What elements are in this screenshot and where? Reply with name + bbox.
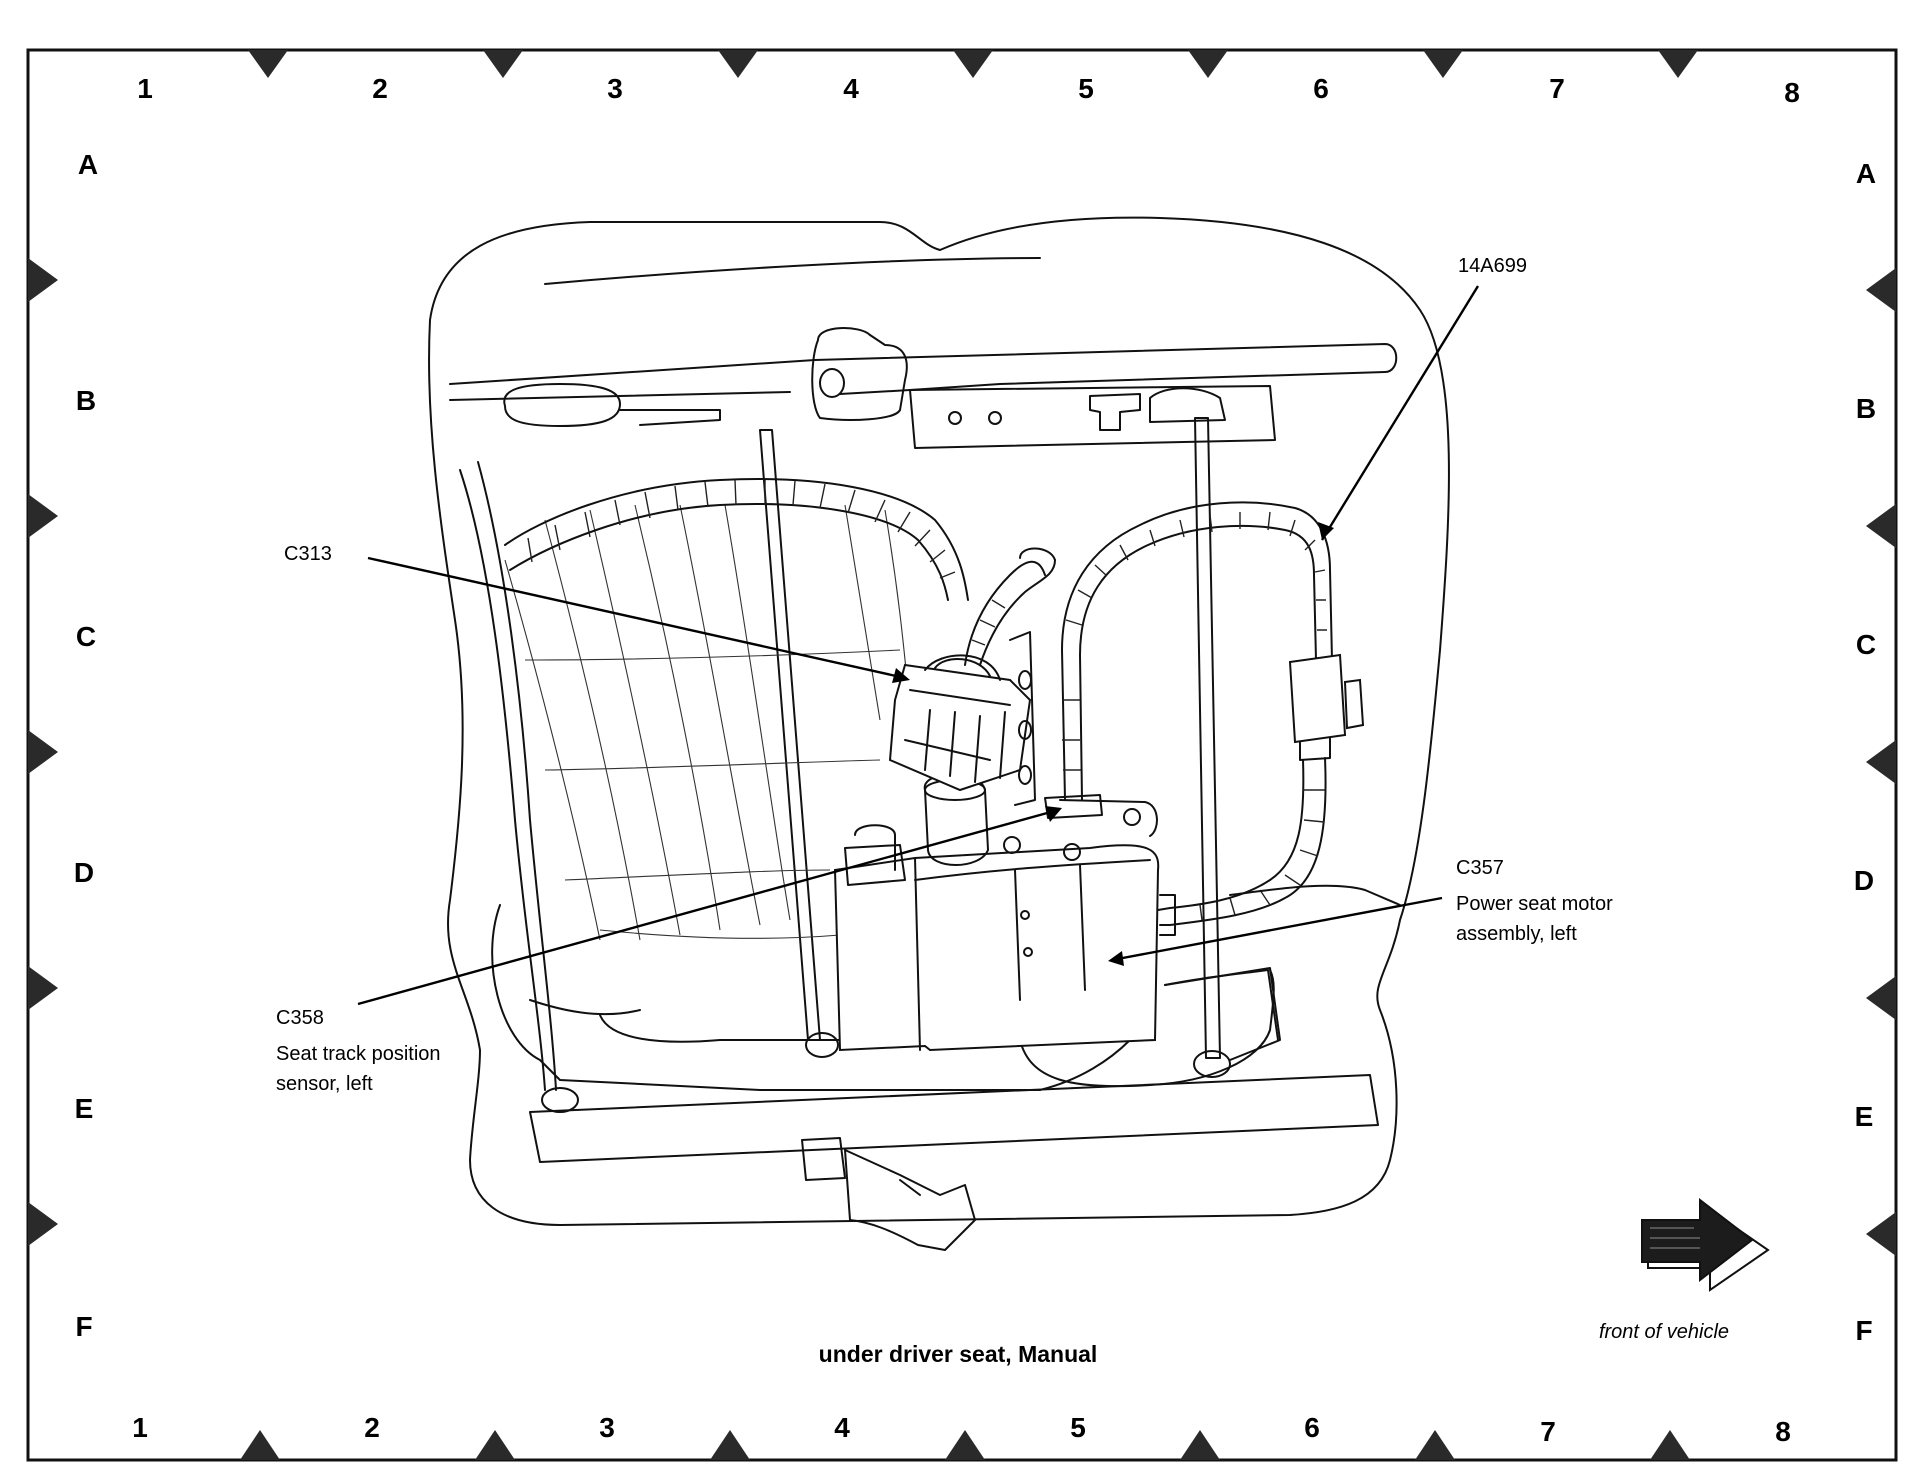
col-label-bottom: 5 (1070, 1412, 1086, 1443)
col-label-top: 5 (1078, 73, 1094, 104)
c313-connector (888, 654, 1032, 792)
column-labels-bottom: 1 2 3 4 5 6 7 8 (132, 1412, 1791, 1447)
col-label-top: 4 (843, 73, 859, 104)
column-labels-top: 1 2 3 4 5 6 7 8 (137, 73, 1800, 108)
col-label-bottom: 3 (599, 1412, 615, 1443)
row-label-left: B (76, 385, 96, 416)
col-label-bottom: 4 (834, 1412, 850, 1443)
col-label-bottom: 2 (364, 1412, 380, 1443)
callout-14a699: 14A699 (1318, 255, 1527, 541)
diagram-caption: under driver seat, Manual (819, 1341, 1098, 1367)
row-label-right: B (1856, 393, 1876, 424)
callout-c358-desc-2: sensor, left (276, 1073, 373, 1095)
col-label-bottom: 8 (1775, 1416, 1791, 1447)
col-label-top: 7 (1549, 73, 1565, 104)
callout-c313-id: C313 (284, 543, 332, 565)
right-edge-markers (1866, 268, 1896, 1256)
seat-drawing (428, 216, 1450, 1251)
row-label-right: D (1854, 865, 1874, 896)
col-label-top: 8 (1784, 77, 1800, 108)
callout-14a699-id: 14A699 (1458, 255, 1527, 277)
callout-c358-id: C358 (276, 1007, 324, 1029)
callout-c357-desc-1: Power seat motor (1456, 893, 1613, 915)
row-label-left: C (76, 621, 96, 652)
left-edge-markers (28, 258, 58, 1246)
wiring-harness-loop-left (504, 478, 969, 601)
arrow-right-icon (1641, 1197, 1770, 1292)
row-label-left: E (75, 1093, 94, 1124)
row-labels-right: A B C D E F (1854, 158, 1876, 1346)
callout-c358-desc-1: Seat track position (276, 1043, 441, 1065)
callout-c358: C358 Seat track position sensor, left (276, 806, 1062, 1095)
row-label-left: A (78, 149, 98, 180)
callout-c357-desc-2: assembly, left (1456, 923, 1577, 945)
row-label-left: F (75, 1311, 92, 1342)
col-label-top: 3 (607, 73, 623, 104)
row-label-right: A (1856, 158, 1876, 189)
callout-c313: C313 (284, 543, 910, 683)
seat-outline (428, 216, 1450, 1226)
front-of-vehicle-label: front of vehicle (1599, 1321, 1729, 1343)
row-labels-left: A B C D E F (74, 149, 98, 1342)
wiring-harness-14a699 (1061, 501, 1365, 936)
seat-motor-block (833, 844, 1160, 1052)
seat-spring-grid (504, 504, 911, 941)
col-label-top: 2 (372, 73, 388, 104)
callout-c357: C357 Power seat motor assembly, left (1108, 857, 1613, 966)
row-label-left: D (74, 857, 94, 888)
bottom-edge-markers (240, 1430, 1690, 1460)
top-edge-markers (248, 50, 1698, 78)
col-label-top: 6 (1313, 73, 1329, 104)
row-label-right: C (1856, 629, 1876, 660)
row-label-right: E (1855, 1101, 1874, 1132)
col-label-bottom: 1 (132, 1412, 148, 1443)
row-label-right: F (1855, 1315, 1872, 1346)
wiring-harness-c313-lead (964, 547, 1056, 666)
callout-c357-id: C357 (1456, 857, 1504, 879)
front-of-vehicle-indicator: front of vehicle (1599, 1197, 1770, 1343)
col-label-top: 1 (137, 73, 153, 104)
col-label-bottom: 6 (1304, 1412, 1320, 1443)
col-label-bottom: 7 (1540, 1416, 1556, 1447)
